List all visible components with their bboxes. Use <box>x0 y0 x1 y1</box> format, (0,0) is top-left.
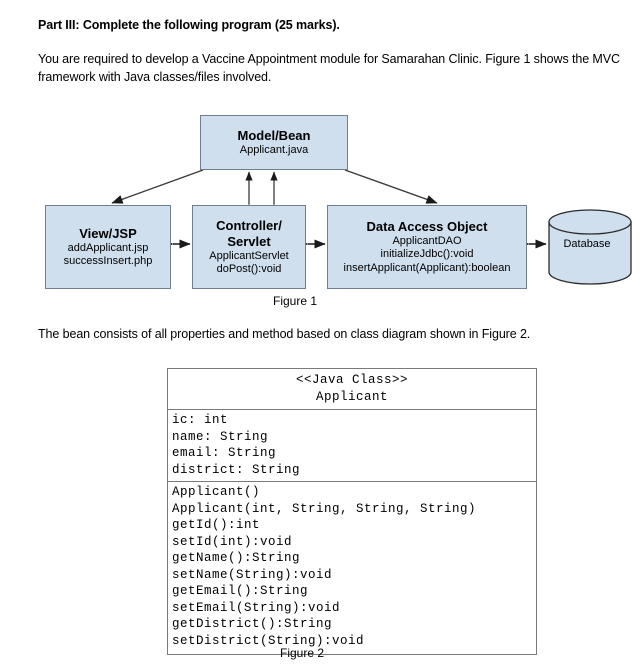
bean-description-paragraph: The bean consists of all properties and … <box>38 327 531 341</box>
mvc-connector-arrows <box>111 169 632 285</box>
mvc-node-controller-file: ApplicantServlet <box>209 249 289 262</box>
database-cylinder-icon <box>548 209 632 285</box>
mvc-node-view[interactable]: View/JSP addApplicant.jsp successInsert.… <box>45 205 171 289</box>
mvc-node-view-file-1: addApplicant.jsp <box>67 241 149 254</box>
class-attributes-compartment: ic: int name: String email: String distr… <box>168 410 536 482</box>
mvc-node-dao-method-2: insertApplicant(Applicant):boolean <box>343 261 511 274</box>
mvc-node-view-title: View/JSP <box>79 225 137 241</box>
mvc-node-dao-file: ApplicantDAO <box>392 234 462 247</box>
figure-2-caption: Figure 2 <box>279 646 325 660</box>
mvc-node-dao-method-1: initializeJdbc():void <box>380 248 474 261</box>
class-method: setId(int):void <box>172 534 293 549</box>
figure-2-class-diagram: <<Java Class>> Applicant ic: int name: S… <box>167 368 537 655</box>
class-attribute: email: String <box>172 446 277 460</box>
class-methods-compartment: Applicant() Applicant(int, String, Strin… <box>168 482 536 654</box>
class-method: setDistrict(String):void <box>172 633 365 648</box>
class-method: Applicant(int, String, String, String) <box>172 501 477 516</box>
mvc-node-controller-method: doPost():void <box>216 263 282 275</box>
class-attribute: name: String <box>172 429 269 444</box>
mvc-node-model-title: Model/Bean <box>237 127 311 143</box>
class-method: getName():String <box>172 551 301 565</box>
class-method: getEmail():String <box>172 584 309 598</box>
page-title: Part III: Complete the following program… <box>38 18 340 32</box>
class-method: Applicant() <box>172 485 261 499</box>
mvc-node-controller-title-line-2: Servlet <box>227 233 271 249</box>
intro-paragraph: You are required to develop a Vaccine Ap… <box>38 52 620 84</box>
class-method: getId():int <box>172 518 261 532</box>
mvc-node-dao-title: Data Access Object <box>366 218 488 234</box>
arrow-model-to-dao <box>344 169 438 204</box>
class-method: setEmail(String):void <box>172 600 341 615</box>
mvc-node-model-file: Applicant.java <box>239 143 309 156</box>
figure-1-mvc-diagram: Model/Bean Applicant.java View/JSP addAp… <box>0 100 644 310</box>
mvc-node-database-label: Database <box>563 238 611 250</box>
class-stereotype: <<Java Class>> <box>295 373 409 387</box>
class-header: <<Java Class>> Applicant <box>168 369 536 410</box>
mvc-node-dao[interactable]: Data Access Object ApplicantDAO initiali… <box>327 205 527 289</box>
arrow-model-to-view <box>111 169 204 204</box>
class-method: getDistrict():String <box>172 617 333 631</box>
class-name: Applicant <box>315 389 388 404</box>
figure-1-caption: Figure 1 <box>272 294 318 308</box>
class-attribute: district: String <box>172 462 301 477</box>
class-method: setName(String):void <box>172 567 333 582</box>
mvc-node-controller[interactable]: Controller/ Servlet ApplicantServlet doP… <box>192 205 306 289</box>
class-attribute: ic: int <box>172 413 229 427</box>
mvc-node-controller-title-line-1: Controller/ <box>216 217 282 233</box>
mvc-node-model[interactable]: Model/Bean Applicant.java <box>200 115 348 170</box>
mvc-node-view-file-2: successInsert.php <box>63 255 153 267</box>
